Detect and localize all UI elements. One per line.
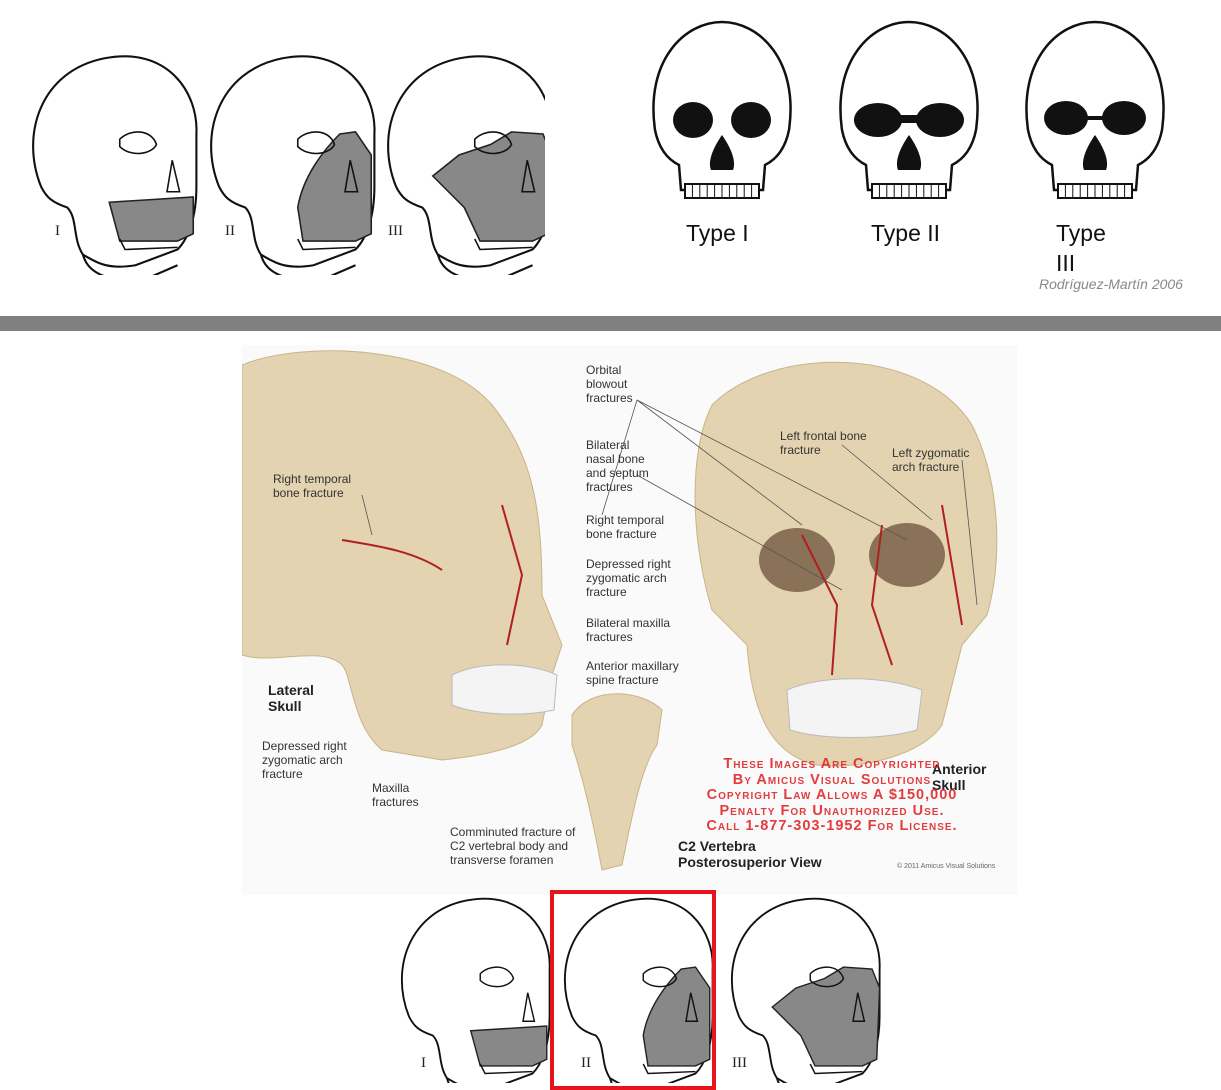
fracture-region (431, 131, 545, 242)
fracture-region (771, 966, 881, 1067)
orbit (916, 103, 964, 137)
type-label-2: Type II (871, 220, 941, 246)
label-comminuted-c2: Comminuted fracture of C2 vertebral body… (450, 825, 576, 867)
fracture-lines (341, 504, 963, 676)
nasal-aperture (522, 992, 536, 1022)
skull-outline (839, 20, 979, 192)
leader-lines (361, 399, 978, 606)
label-c2-vertebra: C2 Vertebra Posterosuperior View (678, 838, 822, 870)
roman-label-i: I (55, 223, 60, 239)
label-lateral-skull: Lateral Skull (268, 682, 314, 714)
mandible (436, 254, 533, 275)
label-anterior-spine: Anterior maxillary spine fracture (586, 659, 679, 687)
watermark-line: These Images Are Copyrighted (723, 756, 941, 772)
copyright-notice: © 2011 Amicus Visual Solutions (897, 863, 996, 870)
nasal-aperture (685, 992, 699, 1022)
c2-vertebra-art (571, 693, 663, 871)
lateral-teeth (451, 664, 558, 715)
teeth-line (297, 238, 356, 251)
label-nasal-septum: Bilateral nasal bone and septum fracture… (586, 438, 649, 494)
watermark-line: By Amicus Visual Solutions (732, 771, 932, 788)
section-divider (0, 316, 1221, 331)
label-right-temporal-left: Right temporal bone fracture (273, 472, 352, 500)
orbit (854, 103, 902, 137)
label-depressed-zygomatic-center: Depressed right zygomatic arch fracture (586, 557, 671, 599)
orbit (1044, 101, 1088, 135)
frontal-skull (1025, 20, 1165, 199)
nasal-aperture (852, 992, 866, 1022)
label-depressed-zygomatic-left: Depressed right zygomatic arch fracture (262, 739, 347, 781)
mandible (81, 254, 178, 275)
roman-label-ii: II (225, 223, 235, 239)
skull-fracture-illustration: Orbital blowout fractures Bilateral nasa… (242, 345, 1017, 895)
watermark-line: Call 1-877-303-1952 For License. (706, 818, 958, 834)
teeth-line (809, 1063, 863, 1075)
orbit (731, 102, 771, 138)
type-label-1: Type I (686, 220, 749, 246)
orbit-bridge (898, 115, 920, 123)
lateral-skull (210, 55, 376, 275)
nasal-aperture (166, 160, 181, 193)
le-fort-lateral-skulls (32, 55, 545, 275)
bottom-roman-iii: III (732, 1055, 747, 1071)
right-orbit (759, 528, 835, 592)
lateral-skull (731, 897, 881, 1083)
lateral-skull (564, 897, 714, 1083)
orbit-bridge (1080, 116, 1110, 120)
nasal-aperture (521, 160, 536, 193)
citation: Rodríguez-Martín 2006 (1039, 276, 1183, 292)
anterior-skull-art (694, 361, 998, 767)
teeth-line (119, 238, 178, 251)
label-right-temporal-center: Right temporal bone fracture (586, 513, 665, 541)
left-orbit (869, 523, 945, 587)
frontal-skull (839, 20, 979, 199)
skull-illustration-art (242, 350, 998, 871)
orbit (642, 966, 678, 988)
orbit (809, 966, 845, 988)
copyright-watermark: These Images Are Copyrighted By Amicus V… (632, 756, 1032, 835)
orbit (1102, 101, 1146, 135)
label-maxilla: Maxilla fractures (372, 781, 419, 809)
orbit (296, 131, 336, 155)
highlight-box (550, 890, 716, 1090)
teeth-line (479, 1063, 533, 1075)
teeth-line (474, 238, 533, 251)
label-left-frontal: Left frontal bone fracture (780, 429, 867, 457)
skull-outline (1025, 20, 1165, 192)
le-fort-lateral-skulls-bottom (401, 897, 881, 1083)
skull-outline (652, 20, 792, 192)
orbit (473, 131, 513, 155)
nasal-aperture (709, 135, 735, 170)
lateral-skull (32, 55, 198, 275)
watermark-line: Penalty For Unauthorized Use. (719, 802, 945, 819)
skull-type-diagrams (652, 20, 1165, 199)
bottom-roman-i: I (421, 1055, 426, 1071)
fracture-region (642, 966, 711, 1067)
orbit (673, 102, 713, 138)
type-label-3: Type III (1056, 220, 1106, 276)
nasal-aperture (896, 135, 922, 170)
label-left-zygomatic: Left zygomatic arch fracture (892, 446, 970, 474)
fracture-region (108, 196, 195, 242)
fracture-region (469, 1025, 548, 1067)
lateral-skull (387, 55, 545, 275)
anterior-teeth (786, 678, 923, 738)
bottom-roman-ii: II (581, 1055, 591, 1071)
nasal-aperture (1082, 135, 1108, 170)
label-orbital-blowout: Orbital blowout fractures (586, 363, 633, 405)
roman-label-iii: III (388, 223, 403, 239)
orbit (479, 966, 515, 988)
lateral-skull (401, 897, 551, 1083)
fracture-region (296, 131, 373, 242)
lateral-skull-art (242, 350, 563, 761)
mandible (259, 254, 356, 275)
nasal-aperture (344, 160, 359, 193)
label-anterior-skull: Anterior Skull (932, 761, 987, 793)
label-bilateral-maxilla: Bilateral maxilla fractures (586, 616, 671, 644)
watermark-line: Copyright Law Allows A $150,000 (706, 787, 958, 803)
orbit (118, 131, 158, 155)
teeth-line (642, 1063, 696, 1075)
frontal-skull (652, 20, 792, 199)
